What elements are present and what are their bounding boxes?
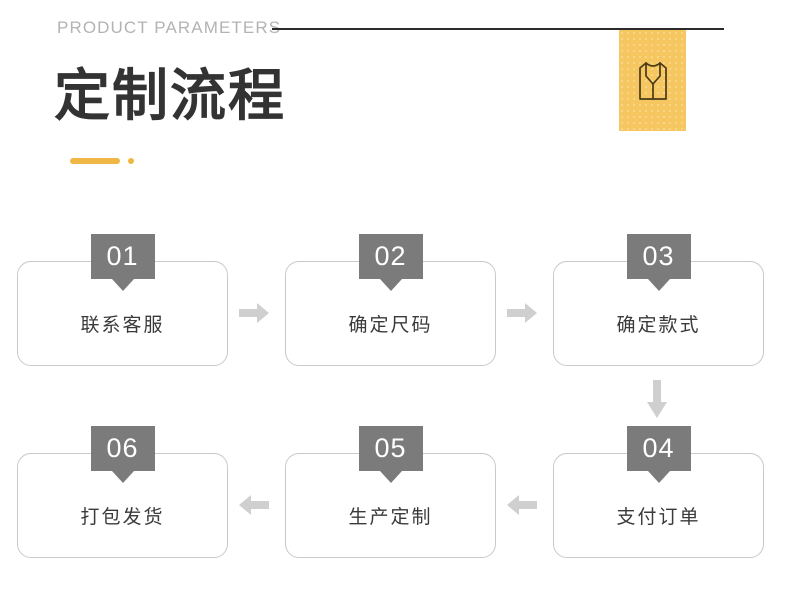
step-number-badge: 01 <box>90 234 155 279</box>
accent-bar <box>70 158 120 164</box>
arrow-left-icon <box>507 493 537 517</box>
step-number: 01 <box>106 241 139 271</box>
garment-icon-panel <box>619 30 686 131</box>
step-number: 04 <box>642 433 675 463</box>
section-eyebrow: PRODUCT PARAMETERS <box>57 18 282 37</box>
step-number-badge: 03 <box>626 234 691 279</box>
step-label: 确定尺码 <box>348 315 433 336</box>
step-number: 06 <box>106 433 139 463</box>
process-step-05[interactable]: 05 生产定制 <box>285 426 496 558</box>
step-label: 确定款式 <box>616 315 701 336</box>
header-divider-line <box>272 28 724 30</box>
step-number-badge: 06 <box>90 426 155 471</box>
step-label: 打包发货 <box>80 507 165 528</box>
process-step-02[interactable]: 02 确定尺码 <box>285 234 496 366</box>
step-number: 05 <box>374 433 407 463</box>
title-accent-underline <box>70 158 134 164</box>
step-number-badge: 04 <box>626 426 691 471</box>
arrow-right-icon <box>239 301 269 325</box>
step-number: 03 <box>642 241 675 271</box>
step-number: 02 <box>374 241 407 271</box>
step-label: 联系客服 <box>80 315 165 336</box>
blouse-icon <box>634 59 672 103</box>
arrow-right-icon <box>507 301 537 325</box>
step-label: 生产定制 <box>348 507 433 528</box>
accent-dot <box>128 158 134 164</box>
arrow-down-icon <box>645 380 669 418</box>
arrow-left-icon <box>239 493 269 517</box>
step-number-badge: 05 <box>358 426 423 471</box>
process-step-03[interactable]: 03 确定款式 <box>553 234 764 366</box>
step-label: 支付订单 <box>616 507 701 528</box>
process-step-01[interactable]: 01 联系客服 <box>17 234 228 366</box>
process-step-04[interactable]: 04 支付订单 <box>553 426 764 558</box>
step-number-badge: 02 <box>358 234 423 279</box>
process-step-06[interactable]: 06 打包发货 <box>17 426 228 558</box>
page-title: 定制流程 <box>54 64 286 127</box>
